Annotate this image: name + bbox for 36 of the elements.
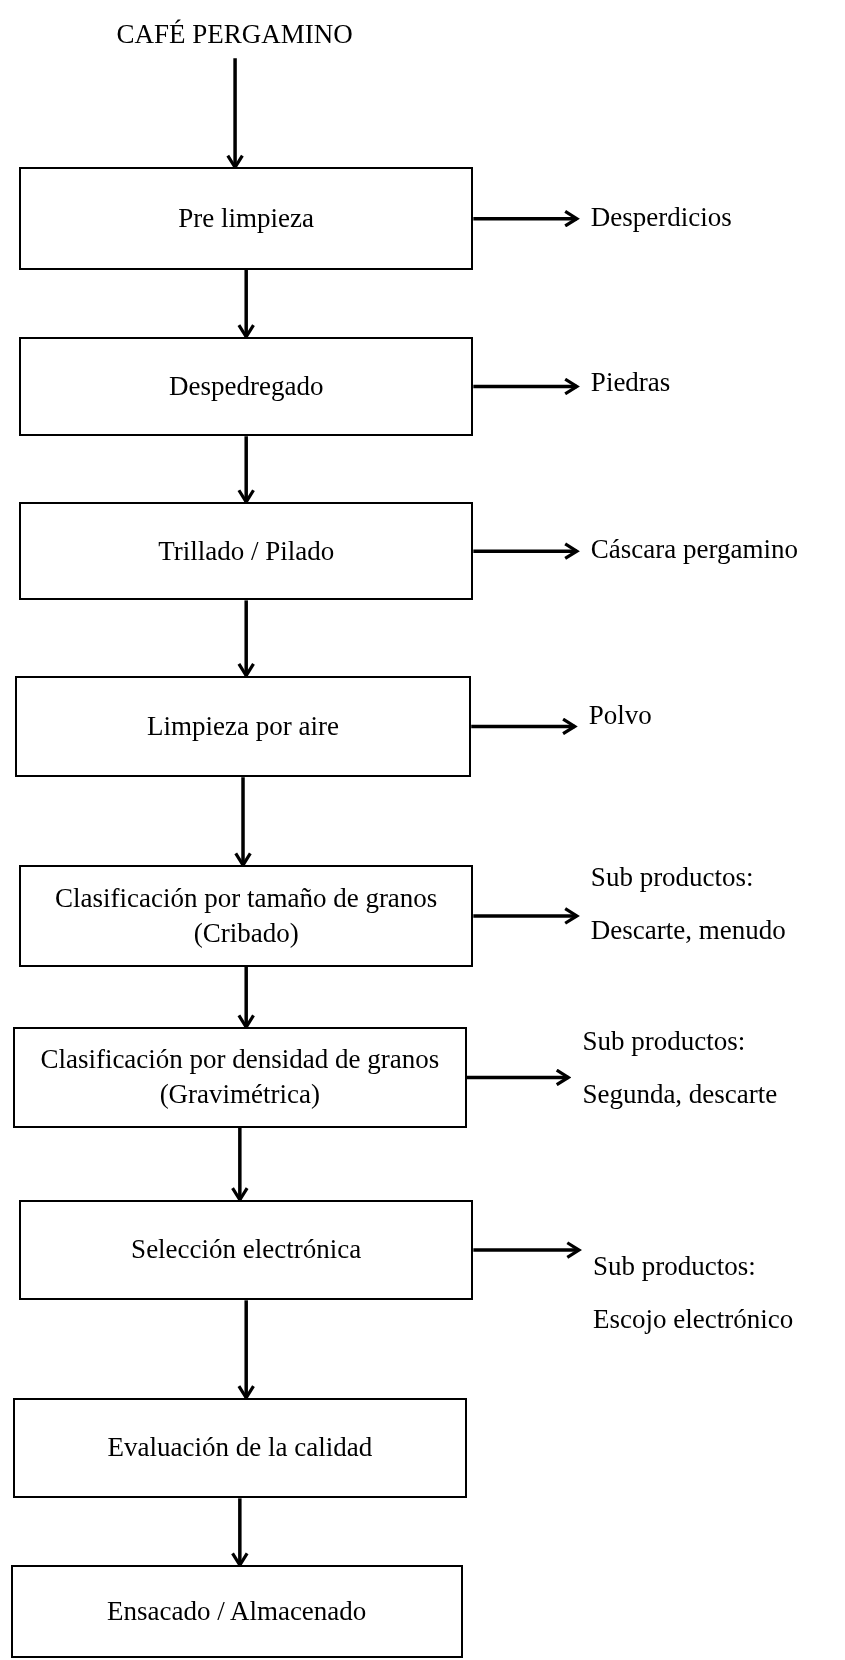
output-heading: Sub productos: <box>592 1250 757 1282</box>
output-label: Escojo electrónico <box>592 1303 795 1335</box>
arrow <box>234 777 252 867</box>
output-heading: Sub productos: <box>582 1026 747 1058</box>
arrow <box>237 966 256 1029</box>
output-label: Descarte, menudo <box>590 915 787 947</box>
process-box: Selección electrónica <box>19 1199 474 1301</box>
process-box: Ensacado / Almacenado <box>10 1565 463 1659</box>
process-box: Clasificación por tamaño de granos (Cribado) <box>19 865 474 967</box>
arrow <box>473 377 579 396</box>
output-label: CAFÉ PERGAMINO <box>116 18 354 50</box>
process-box: Trillado / Pilado <box>19 501 474 601</box>
arrow <box>237 1300 256 1400</box>
arrow <box>473 1241 581 1259</box>
output-label: Desperdicios <box>590 201 733 233</box>
arrow <box>226 58 244 169</box>
output-heading: Sub productos: <box>590 862 755 894</box>
output-label: Segunda, descarte <box>582 1079 779 1111</box>
arrow <box>230 1127 249 1202</box>
arrow <box>473 209 579 228</box>
arrow <box>471 717 577 736</box>
arrow <box>237 270 256 339</box>
arrow <box>230 1498 249 1567</box>
output-label: Piedras <box>590 366 672 398</box>
output-label: Polvo <box>588 700 653 732</box>
process-box: Evaluación de la calidad <box>12 1397 467 1499</box>
arrow <box>237 436 256 504</box>
arrow <box>237 600 256 678</box>
process-box: Despedregado <box>19 336 474 437</box>
arrow <box>466 1068 570 1087</box>
arrow <box>473 907 579 925</box>
output-label: Cáscara pergamino <box>590 533 800 565</box>
process-box: Clasificación por densidad de granos (Gravimétrica) <box>12 1027 467 1128</box>
process-box: Pre limpieza <box>19 167 474 270</box>
arrow <box>473 542 579 561</box>
process-box: Limpieza por aire <box>14 675 472 778</box>
